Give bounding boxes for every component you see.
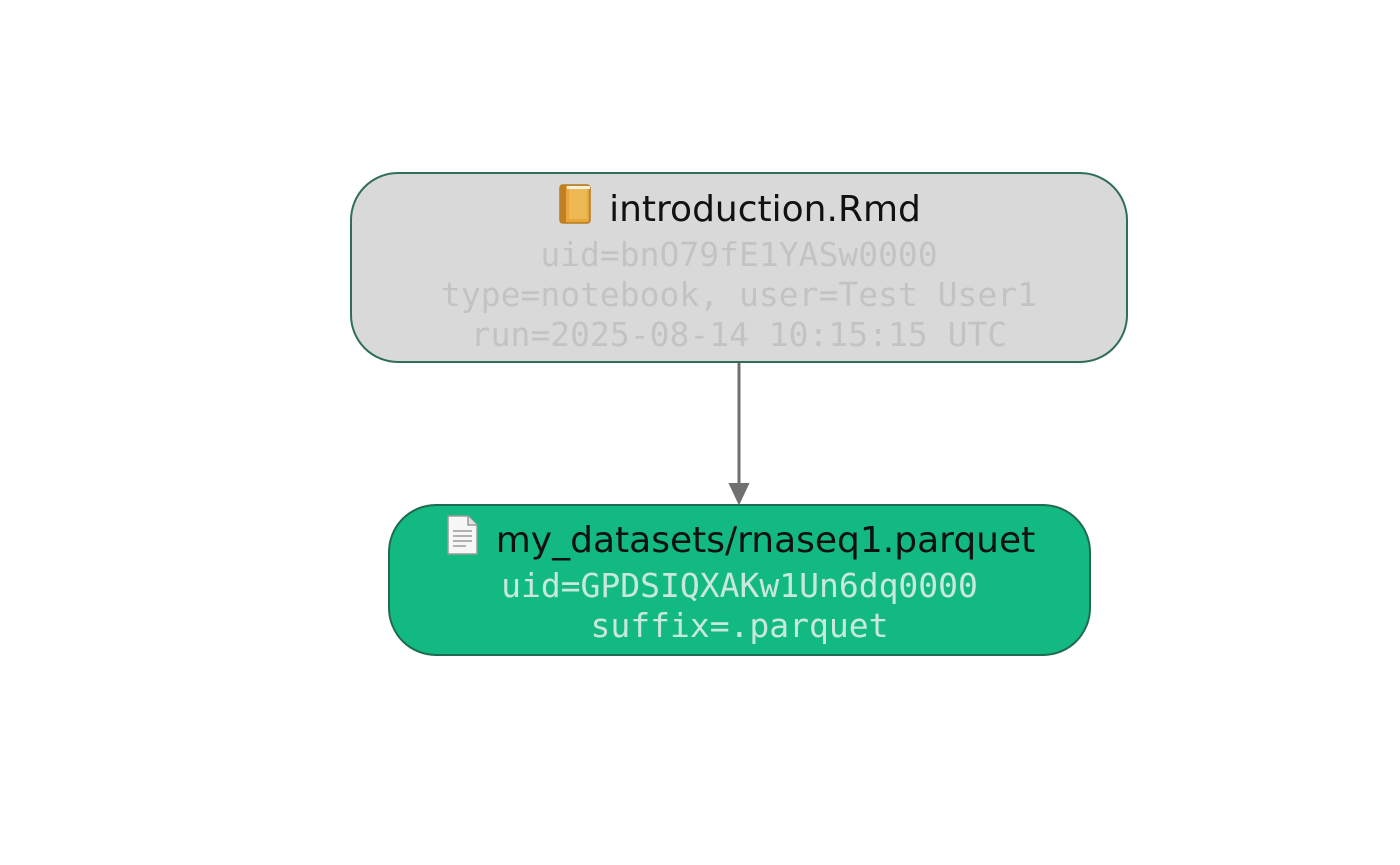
artifact-title-row: my_datasets/rnaseq1.parquet	[390, 514, 1089, 566]
transform-name: introduction.Rmd	[609, 189, 921, 230]
transform-info: type=notebook, user=Test User1	[440, 275, 1038, 314]
artifact-node[interactable]: my_datasets/rnaseq1.parquet uid=GPDSIQXA…	[388, 504, 1091, 656]
transform-uid: uid=bnO79fE1YASw0000	[540, 235, 938, 274]
notebook-icon	[557, 183, 593, 235]
document-icon	[444, 514, 480, 566]
transform-title-row: introduction.Rmd	[352, 183, 1126, 235]
edge-arrowhead	[728, 483, 750, 506]
transform-run: run=2025-08-14 10:15:15 UTC	[470, 315, 1008, 354]
transform-node[interactable]: introduction.Rmd uid=bnO79fE1YASw0000 ty…	[350, 172, 1128, 363]
artifact-suffix: suffix=.parquet	[590, 606, 889, 645]
artifact-uid: uid=GPDSIQXAKw1Un6dq0000	[501, 566, 978, 605]
artifact-name: my_datasets/rnaseq1.parquet	[495, 520, 1036, 561]
